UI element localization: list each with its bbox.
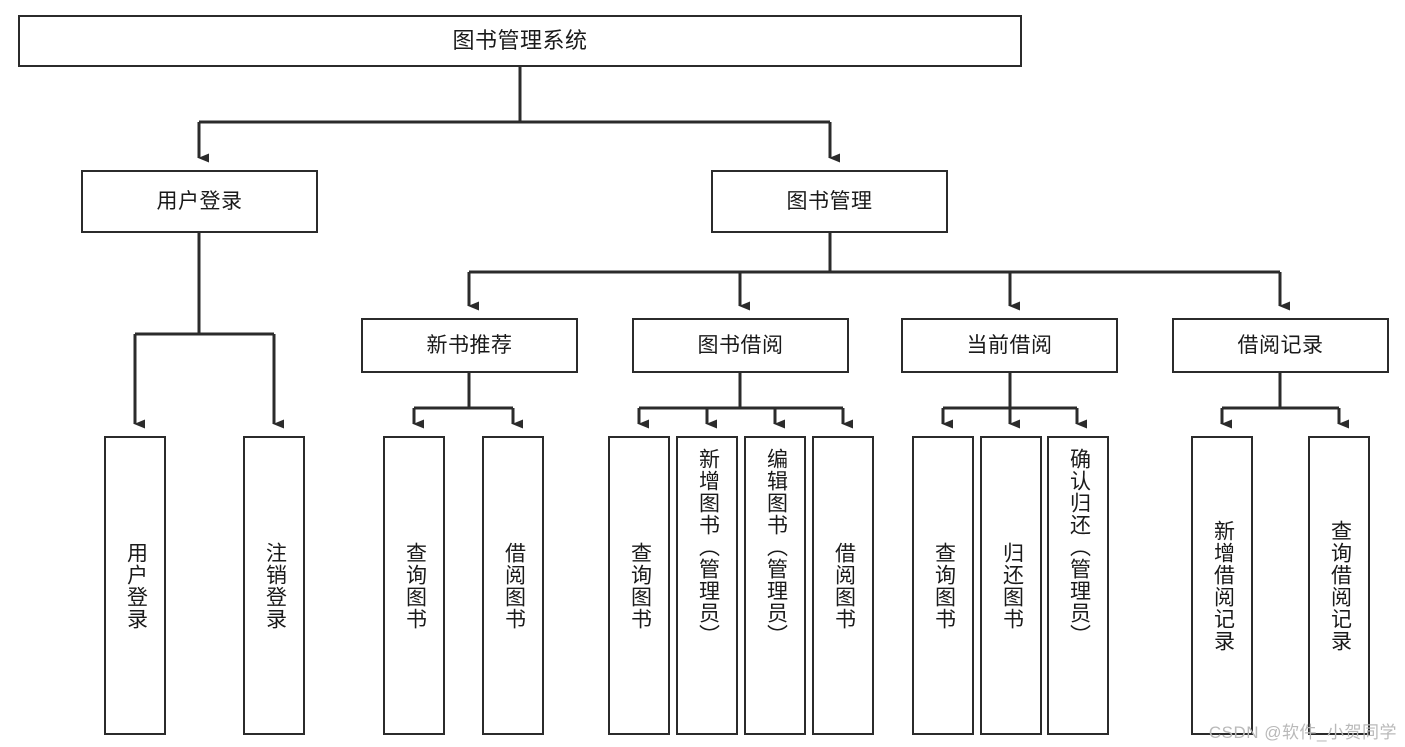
leaf-borrow-record-add[interactable]: 新增借阅记录 xyxy=(1191,436,1253,735)
leaf-book-borrow-borrow[interactable]: 借阅图书 xyxy=(812,436,874,735)
leaf-new-book-borrow[interactable]: 借阅图书 xyxy=(482,436,544,735)
leaf-user-login-login-label: 用户登录 xyxy=(124,541,148,630)
node-root-label: 图书管理系统 xyxy=(452,27,588,53)
leaf-book-borrow-edit[interactable]: 编辑图书（管理员） xyxy=(744,436,806,735)
node-borrow-record-label: 借阅记录 xyxy=(1237,333,1324,357)
node-new-book-recommend-label: 新书推荐 xyxy=(426,333,513,357)
leaf-borrow-record-query-label: 查询借阅记录 xyxy=(1328,519,1352,652)
csdn-watermark: CSDN @软件_小贺同学 xyxy=(1209,718,1397,743)
leaf-new-book-query[interactable]: 查询图书 xyxy=(383,436,445,735)
leaf-new-book-query-label: 查询图书 xyxy=(403,541,427,630)
node-user-login-label: 用户登录 xyxy=(156,189,243,213)
leaf-current-borrow-confirm-return-label: 确认归还（管理员） xyxy=(1067,448,1091,646)
leaf-current-borrow-return-label: 归还图书 xyxy=(1000,541,1024,630)
leaf-current-borrow-query-label: 查询图书 xyxy=(932,541,956,630)
node-book-borrow[interactable]: 图书借阅 xyxy=(632,318,849,373)
leaf-borrow-record-add-label: 新增借阅记录 xyxy=(1211,519,1235,652)
node-book-borrow-label: 图书借阅 xyxy=(697,333,784,357)
node-book-manage[interactable]: 图书管理 xyxy=(711,170,948,233)
leaf-book-borrow-borrow-label: 借阅图书 xyxy=(832,541,856,630)
node-current-borrow[interactable]: 当前借阅 xyxy=(901,318,1118,373)
node-root-system[interactable]: 图书管理系统 xyxy=(18,15,1022,67)
leaf-book-borrow-edit-label: 编辑图书（管理员） xyxy=(764,448,788,646)
leaf-book-borrow-query-label: 查询图书 xyxy=(628,541,652,630)
leaf-current-borrow-query[interactable]: 查询图书 xyxy=(912,436,974,735)
leaf-current-borrow-return[interactable]: 归还图书 xyxy=(980,436,1042,735)
leaf-book-borrow-query[interactable]: 查询图书 xyxy=(608,436,670,735)
leaf-borrow-record-query[interactable]: 查询借阅记录 xyxy=(1308,436,1370,735)
leaf-book-borrow-add-label: 新增图书（管理员） xyxy=(696,448,720,646)
leaf-user-login-logout[interactable]: 注销登录 xyxy=(243,436,305,735)
leaf-current-borrow-confirm-return[interactable]: 确认归还（管理员） xyxy=(1047,436,1109,735)
node-user-login[interactable]: 用户登录 xyxy=(81,170,318,233)
node-book-manage-label: 图书管理 xyxy=(786,189,873,213)
leaf-new-book-borrow-label: 借阅图书 xyxy=(502,541,526,630)
node-borrow-record[interactable]: 借阅记录 xyxy=(1172,318,1389,373)
leaf-user-login-logout-label: 注销登录 xyxy=(263,541,287,630)
leaf-book-borrow-add[interactable]: 新增图书（管理员） xyxy=(676,436,738,735)
node-new-book-recommend[interactable]: 新书推荐 xyxy=(361,318,578,373)
csdn-watermark-text: CSDN @软件_小贺同学 xyxy=(1208,723,1397,742)
leaf-user-login-login[interactable]: 用户登录 xyxy=(104,436,166,735)
node-current-borrow-label: 当前借阅 xyxy=(966,333,1053,357)
